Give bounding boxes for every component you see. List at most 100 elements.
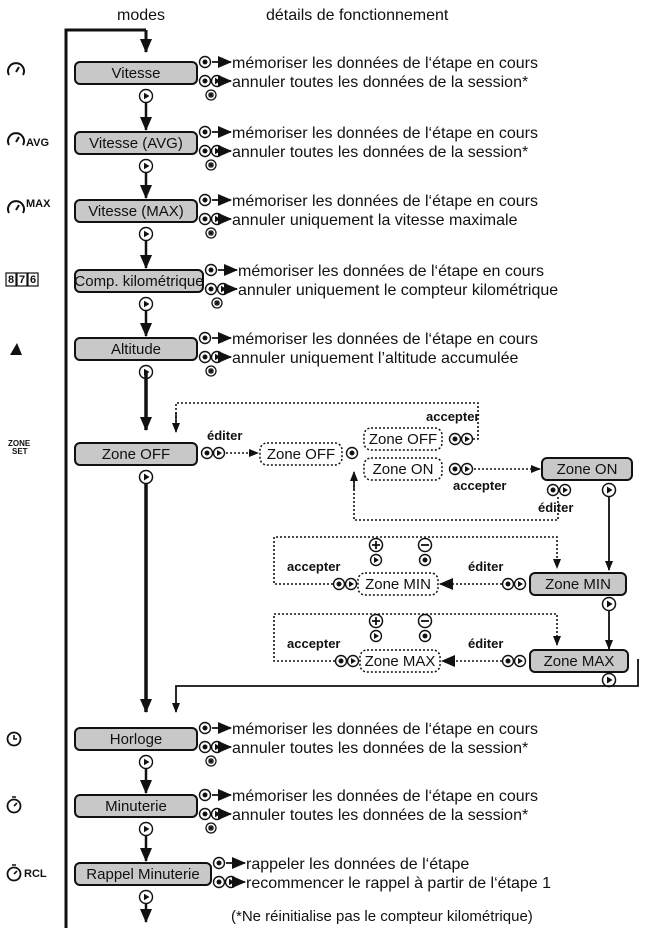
- play-icon: [601, 482, 617, 498]
- zone-min-mode-box[interactable]: [529, 572, 627, 596]
- dot-button-icon: [198, 721, 212, 735]
- mode-box[interactable]: [74, 337, 198, 361]
- detail-line-2: annuler toutes les données de la session…: [232, 74, 528, 91]
- svg-text:6: 6: [30, 274, 36, 286]
- edit-label-on: éditer: [538, 500, 573, 515]
- mode-label: Altitude: [111, 341, 161, 358]
- button-pair-icon: [198, 740, 224, 754]
- mode-label: Vitesse (AVG): [89, 135, 183, 152]
- play-icon: [601, 672, 617, 688]
- header-details: détails de fonctionnement: [266, 7, 449, 24]
- zone-max-mode-box[interactable]: [529, 649, 629, 673]
- minus-button-icon: [417, 613, 433, 643]
- play-icon: [138, 469, 154, 485]
- zone-min-edit-box: [357, 572, 439, 596]
- zone-min-mode-label: Zone MIN: [545, 576, 611, 593]
- mode-label: Horloge: [110, 731, 163, 748]
- svg-text:MAX: MAX: [26, 198, 51, 210]
- stopwatch-recall-icon: RCL: [6, 864, 47, 882]
- choice-zone-on-box: [363, 457, 443, 481]
- star-button-icon: [205, 227, 217, 239]
- mode-box[interactable]: [74, 269, 204, 293]
- svg-text:7: 7: [19, 274, 25, 286]
- dot-button-icon: [198, 125, 212, 139]
- edit-label: éditer: [207, 428, 242, 443]
- dot-button-icon: [198, 331, 212, 345]
- detail-line-1: mémoriser les données de l‘étape en cour…: [238, 263, 544, 280]
- svg-text:RCL: RCL: [24, 868, 47, 880]
- dot-button-icon: [198, 55, 212, 69]
- accept-label-top: accepter: [426, 409, 479, 424]
- zone-on-mode-label: Zone ON: [557, 461, 618, 478]
- accept-label-bottom: accepter: [453, 478, 506, 493]
- altitude-icon: [10, 343, 22, 355]
- zone-on-mode-box[interactable]: [541, 457, 633, 481]
- zone-off-mode-box[interactable]: [74, 442, 198, 466]
- mode-label: Vitesse: [112, 65, 161, 82]
- play-icon: [138, 754, 154, 770]
- speed-avg-icon: AVG: [7, 132, 49, 149]
- footnote: (*Ne réinitialise pas le compteur kilomé…: [231, 908, 533, 925]
- dot-button-icon: [204, 263, 218, 277]
- speed-max-icon: MAX: [7, 198, 51, 214]
- edit-label-min: éditer: [468, 559, 503, 574]
- detail-line-2: annuler toutes les données de la session…: [232, 807, 528, 824]
- choice-zone-on-label: Zone ON: [373, 461, 434, 478]
- star-button-icon: [205, 159, 217, 171]
- button-pair-icon: [546, 483, 572, 497]
- svg-text:8: 8: [8, 274, 14, 286]
- button-pair-icon: [200, 446, 226, 460]
- button-pair-icon: [448, 432, 474, 446]
- dot-button-icon: [212, 856, 226, 870]
- plus-button-icon: [368, 613, 384, 643]
- detail-line-2: annuler toutes les données de la session…: [232, 144, 528, 161]
- detail-line-1: rappeler les données de l‘étape: [246, 856, 469, 873]
- zone-section: ZONE SET Zone OFF éditer Zone OFF Zone O…: [8, 402, 639, 713]
- button-pair-icon: [212, 875, 238, 889]
- zone-min-edit-label: Zone MIN: [365, 576, 431, 593]
- star-button-icon: [205, 365, 217, 377]
- dot-button-icon: [198, 193, 212, 207]
- mode-box[interactable]: [74, 61, 198, 85]
- mode-group: RCL Rappel Minuterie rappeler les données …: [6, 856, 551, 923]
- zone-off-edit-box: [259, 442, 343, 466]
- star-button-icon: [211, 297, 223, 309]
- play-icon: [138, 821, 154, 837]
- button-pair-icon: [198, 212, 224, 226]
- button-pair-icon: [501, 577, 527, 591]
- plus-button-icon: [368, 537, 384, 567]
- accept-label-min: accepter: [287, 559, 340, 574]
- detail-line-1: mémoriser les données de l‘étape en cour…: [232, 788, 538, 805]
- mode-box[interactable]: [74, 727, 198, 751]
- detail-line-2: annuler uniquement le compteur kilométri…: [238, 282, 558, 299]
- button-pair-icon: [332, 577, 358, 591]
- detail-line-2: annuler toutes les données de la session…: [232, 740, 528, 757]
- mode-label: Vitesse (MAX): [88, 203, 184, 220]
- button-pair-icon: [204, 282, 230, 296]
- zone-set-icon: ZONE: [8, 439, 31, 448]
- mode-label: Rappel Minuterie: [86, 866, 199, 883]
- speed-icon: [7, 62, 25, 76]
- zone-off-edit-label: Zone OFF: [267, 446, 335, 463]
- star-button-icon: [205, 822, 217, 834]
- button-pair-icon: [198, 144, 224, 158]
- mode-box[interactable]: [74, 794, 198, 818]
- play-icon: [601, 596, 617, 612]
- button-pair-icon: [198, 807, 224, 821]
- mode-box[interactable]: [74, 131, 198, 155]
- mode-box[interactable]: [74, 199, 198, 223]
- svg-text:SET: SET: [12, 447, 28, 456]
- stopwatch-icon: [6, 796, 22, 814]
- star-button-icon: [205, 89, 217, 101]
- mode-box[interactable]: [74, 862, 212, 886]
- play-icon: [138, 226, 154, 242]
- play-icon: [138, 158, 154, 174]
- detail-line-1: mémoriser les données de l‘étape en cour…: [232, 193, 538, 210]
- edit-label-max: éditer: [468, 636, 503, 651]
